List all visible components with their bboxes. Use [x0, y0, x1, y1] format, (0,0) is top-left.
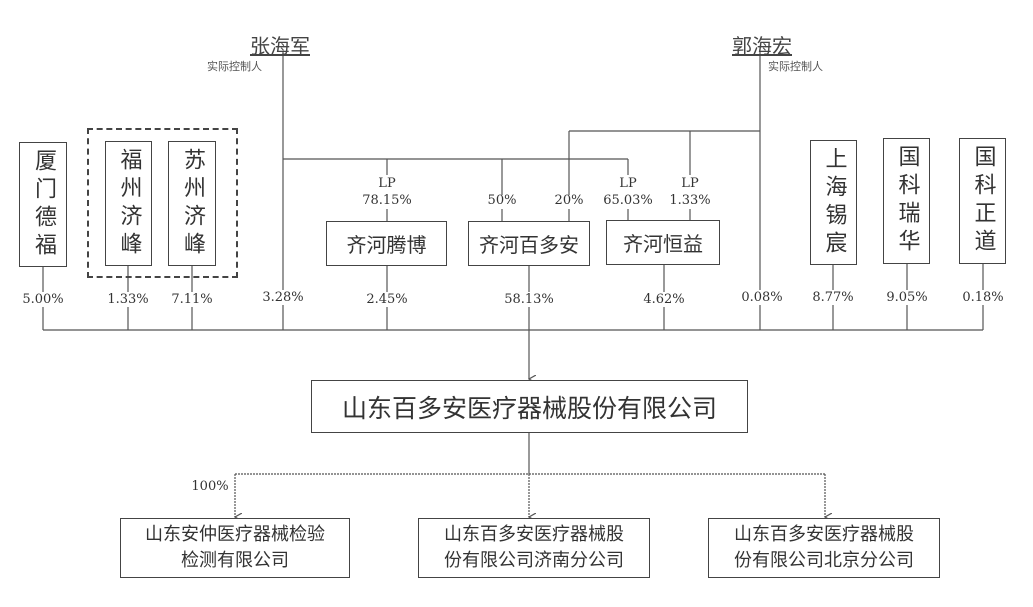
controller-role-label: 实际控制人 — [768, 60, 823, 73]
shareholder-guoke-ruihua: 国科瑞华 — [883, 138, 930, 264]
company-box: 山东百多安医疗器械股份有限公司 — [311, 380, 748, 433]
baiduoan-guo-pct: 20% — [554, 193, 584, 208]
branch-name-line: 份有限公司北京分公司 — [734, 550, 914, 571]
shareholder-suzhou-jifeng: 苏州济峰 — [168, 141, 216, 266]
hengyi-zhang-lp-label: LP — [619, 176, 637, 191]
baiduoan-zhang-pct: 50% — [487, 193, 517, 208]
shareholder-shanghai-xichen: 上海锡宸 — [810, 140, 857, 265]
pct-qihe-baiduoan: 58.13% — [504, 292, 554, 307]
shareholder-qihe-baiduoan: 齐河百多安 — [468, 221, 590, 266]
pct-xiamen-defu: 5.00% — [22, 292, 64, 307]
pct-qihe-hengyi: 4.62% — [643, 292, 685, 307]
pct-zhang-haijun: 3.28% — [262, 290, 304, 305]
subsidiary-name-line: 山东安仲医疗器械检验 — [145, 524, 325, 545]
tengbo-holding-pct: 78.15% — [362, 193, 412, 208]
shareholder-qihe-hengyi: 齐河恒益 — [606, 220, 720, 265]
branch-name-line: 山东百多安医疗器械股 — [444, 524, 624, 545]
branch-name-line: 份有限公司济南分公司 — [444, 550, 624, 571]
pct-guoke-ruihua: 9.05% — [886, 290, 928, 305]
shareholder-qihe-tengbo: 齐河腾博 — [326, 221, 447, 266]
pct-shanghai-xichen: 8.77% — [812, 290, 854, 305]
shareholder-fuzhou-jifeng: 福州济峰 — [105, 141, 152, 266]
branch-name-line: 山东百多安医疗器械股 — [734, 524, 914, 545]
subsidiary-anzhong: 山东安仲医疗器械检验 检测有限公司 — [120, 518, 350, 578]
controller-zhang-haijun: 张海军 — [250, 34, 310, 58]
branch-jinan: 山东百多安医疗器械股 份有限公司济南分公司 — [418, 518, 650, 578]
pct-guoke-zhengdao: 0.18% — [962, 290, 1004, 305]
shareholder-xiamen-defu: 厦门德福 — [19, 142, 67, 267]
hengyi-guo-lp-label: LP — [681, 176, 699, 191]
subsidiary-holding-pct: 100% — [191, 479, 229, 494]
branch-beijing: 山东百多安医疗器械股 份有限公司北京分公司 — [708, 518, 940, 578]
pct-qihe-tengbo: 2.45% — [366, 292, 408, 307]
tengbo-lp-label: LP — [378, 176, 396, 191]
hengyi-zhang-pct: 65.03% — [603, 193, 653, 208]
pct-suzhou-jifeng: 7.11% — [171, 292, 213, 307]
subsidiary-name-line: 检测有限公司 — [181, 550, 289, 571]
controller-role-label: 实际控制人 — [207, 60, 262, 73]
pct-guo-haihong: 0.08% — [741, 290, 783, 305]
pct-fuzhou-jifeng: 1.33% — [107, 292, 149, 307]
jifeng-group-outline — [87, 128, 238, 278]
controller-guo-haihong: 郭海宏 — [732, 34, 792, 58]
shareholder-guoke-zhengdao: 国科正道 — [959, 138, 1006, 264]
hengyi-guo-pct: 1.33% — [669, 193, 711, 208]
